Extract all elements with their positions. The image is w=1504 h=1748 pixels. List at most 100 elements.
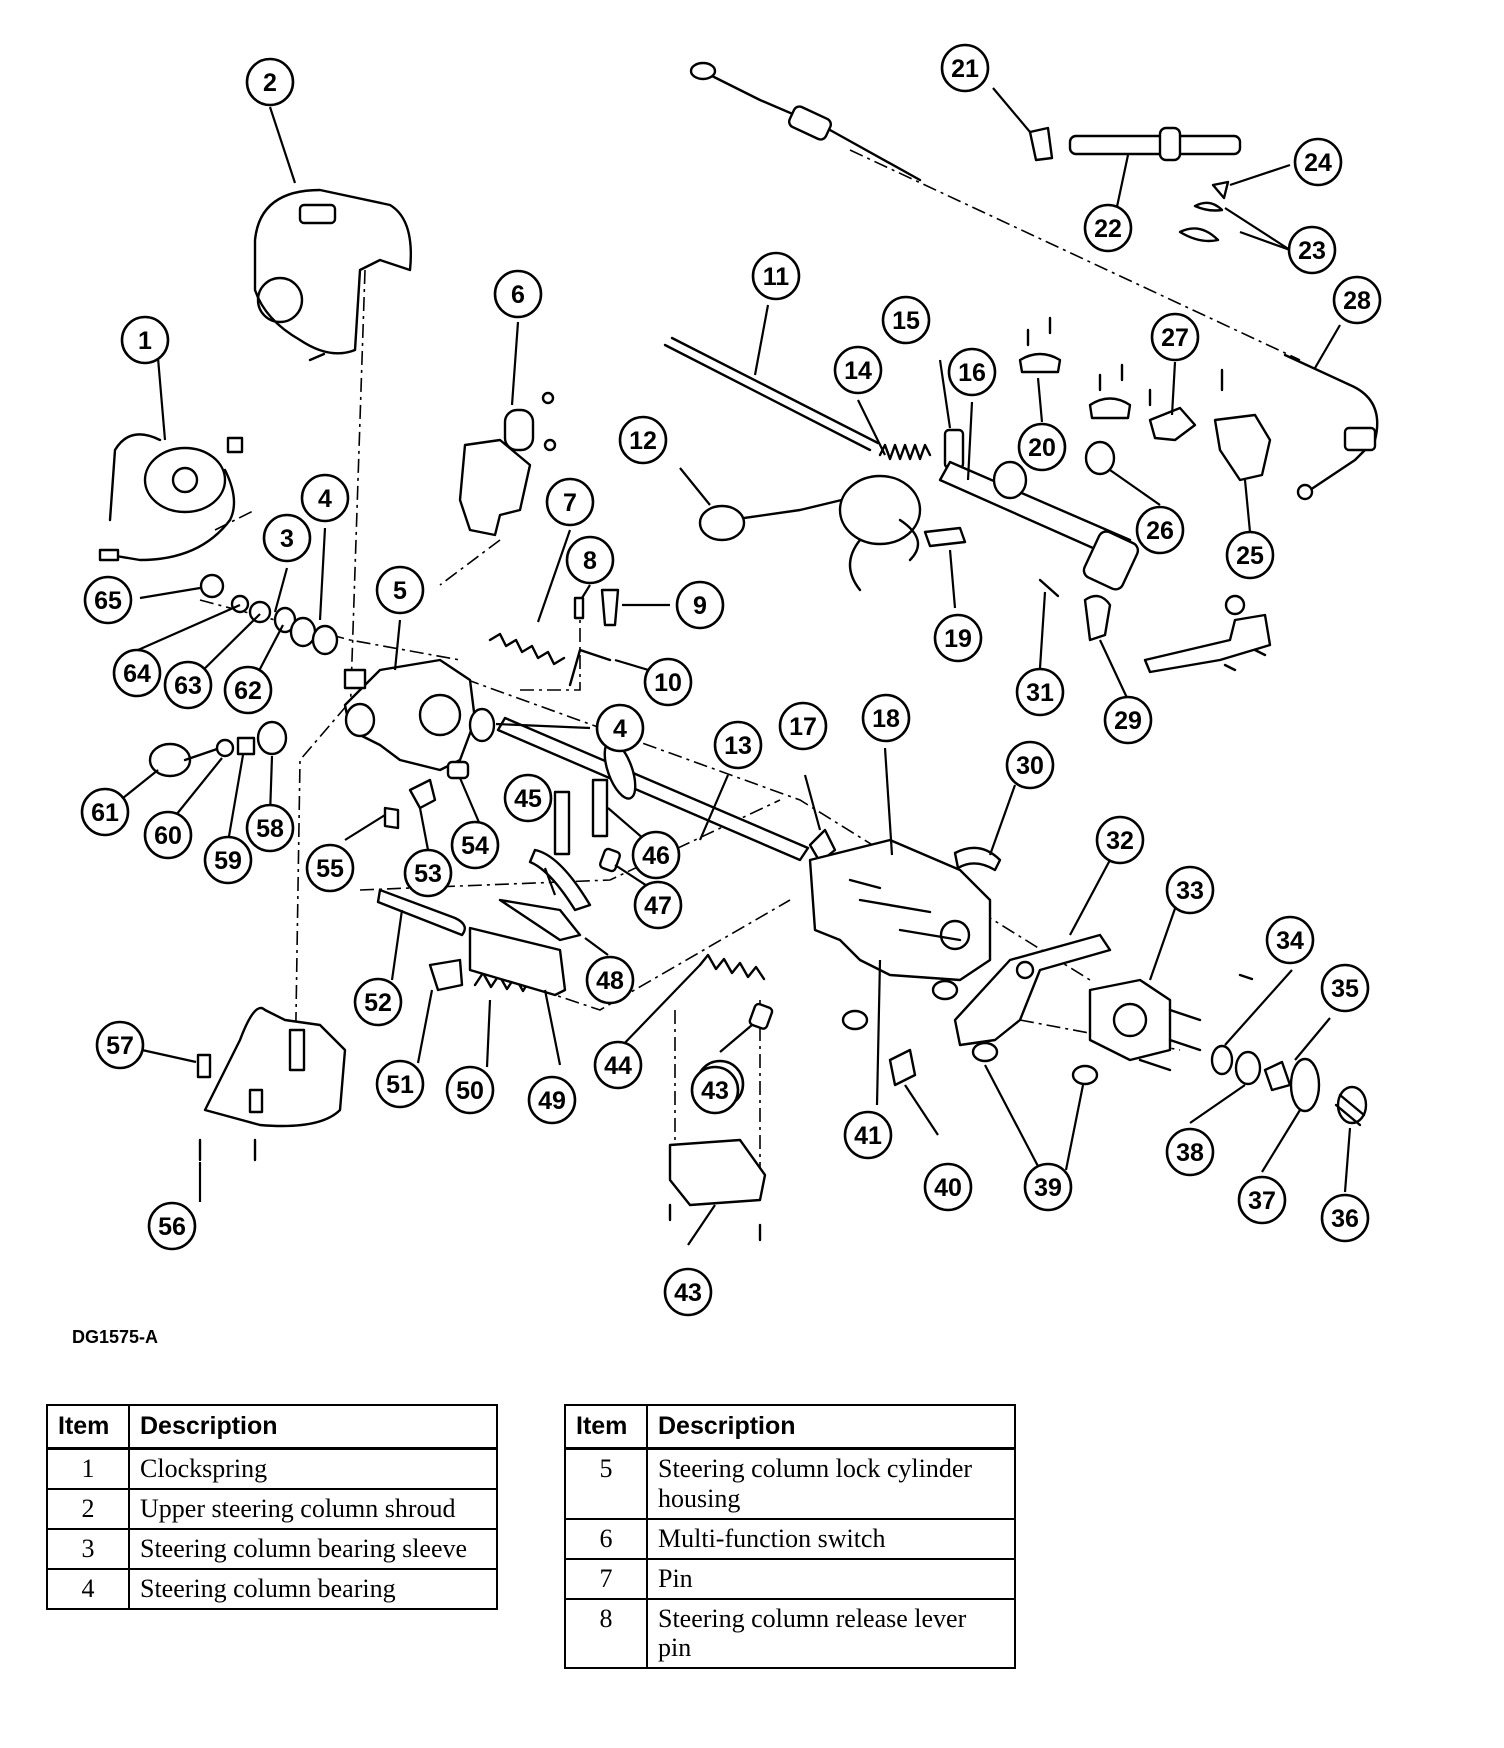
legend-table-left: Item Description 1 Clockspring 2 Upper s… bbox=[46, 1404, 498, 1610]
leader-lines bbox=[107, 87, 1352, 1246]
callout-8: 8 bbox=[565, 535, 615, 585]
callout-4: 4 bbox=[300, 473, 350, 523]
lower-shroud bbox=[203, 1006, 347, 1128]
table-row: 1 Clockspring bbox=[46, 1447, 498, 1490]
callout-46: 46 bbox=[631, 830, 681, 880]
callout-circle bbox=[933, 613, 983, 663]
shift-tube bbox=[938, 460, 1132, 562]
callout-circle bbox=[1320, 963, 1370, 1013]
callout-number: 17 bbox=[789, 713, 817, 741]
callout-15: 15 bbox=[881, 295, 931, 345]
callout-circle bbox=[80, 787, 130, 837]
table-row: 5 Steering column lock cylinder housing bbox=[564, 1447, 1016, 1520]
callout-22: 22 bbox=[1083, 203, 1133, 253]
callout-number: 32 bbox=[1106, 827, 1134, 855]
callout-circle bbox=[223, 665, 273, 715]
callout-number: 11 bbox=[763, 263, 790, 291]
callout-circle bbox=[643, 657, 693, 707]
item-number: 6 bbox=[564, 1517, 648, 1560]
item-description: Clockspring bbox=[128, 1447, 498, 1490]
callout-40: 40 bbox=[923, 1162, 973, 1212]
callout-number: 33 bbox=[1176, 877, 1204, 905]
item-description: Steering column bearing sleeve bbox=[128, 1527, 498, 1570]
callout-number: 18 bbox=[872, 705, 900, 733]
callout-number: 43 bbox=[674, 1279, 702, 1307]
callout-circle bbox=[353, 977, 403, 1027]
callout-number: 58 bbox=[256, 815, 284, 843]
callout-41: 41 bbox=[843, 1110, 893, 1160]
callout-number: 34 bbox=[1276, 927, 1304, 955]
callout-circle bbox=[751, 251, 801, 301]
callout-2: 2 bbox=[245, 57, 295, 107]
legend-table-right: Item Description 5 Steering column lock … bbox=[564, 1404, 1016, 1670]
callout-circle bbox=[1265, 915, 1315, 965]
callout-29: 29 bbox=[1103, 695, 1153, 745]
callout-48: 48 bbox=[585, 955, 635, 1005]
callout-circle bbox=[1293, 137, 1343, 187]
callout-number: 29 bbox=[1114, 707, 1142, 735]
callout-30: 30 bbox=[1005, 740, 1055, 790]
callout-number: 16 bbox=[958, 359, 986, 387]
callout-number: 27 bbox=[1161, 324, 1189, 352]
callout-13: 13 bbox=[713, 720, 763, 770]
callout-number: 48 bbox=[596, 967, 624, 995]
callout-circle bbox=[1237, 1175, 1287, 1225]
callout-number: 47 bbox=[644, 892, 672, 920]
callout-circle bbox=[593, 1040, 643, 1090]
callout-circle bbox=[1103, 695, 1153, 745]
callout-11: 11 bbox=[751, 251, 801, 301]
callout-3: 3 bbox=[262, 513, 312, 563]
callout-number: 49 bbox=[538, 1087, 566, 1115]
callout-circle bbox=[861, 693, 911, 743]
callout-circle bbox=[262, 513, 312, 563]
callout-number: 53 bbox=[414, 860, 442, 888]
callout-47: 47 bbox=[633, 880, 683, 930]
table-row: 4 Steering column bearing bbox=[46, 1567, 498, 1610]
callout-39: 39 bbox=[1023, 1162, 1073, 1212]
shift-cable bbox=[1283, 353, 1379, 492]
callout-circle bbox=[940, 43, 990, 93]
callout-circle bbox=[493, 269, 543, 319]
callout-51: 51 bbox=[375, 1059, 425, 1109]
callout-32: 32 bbox=[1095, 815, 1145, 865]
callout-circle bbox=[631, 830, 681, 880]
callout-circle bbox=[203, 835, 253, 885]
callout-number: 40 bbox=[934, 1174, 962, 1202]
callout-53: 53 bbox=[403, 848, 453, 898]
callout-43: 43 bbox=[663, 1267, 713, 1317]
callout-5: 5 bbox=[375, 565, 425, 615]
callout-number: 51 bbox=[386, 1071, 414, 1099]
callout-19: 19 bbox=[933, 613, 983, 663]
callout-number: 35 bbox=[1331, 975, 1359, 1003]
table-row: 3 Steering column bearing sleeve bbox=[46, 1527, 498, 1570]
callout-number: 21 bbox=[951, 55, 979, 83]
bracket bbox=[1143, 613, 1272, 674]
callout-circle bbox=[95, 1020, 145, 1070]
callout-number: 6 bbox=[511, 281, 525, 309]
callout-number: 39 bbox=[1034, 1174, 1062, 1202]
callout-circle bbox=[245, 57, 295, 107]
callout-circle bbox=[245, 803, 295, 853]
callout-number: 13 bbox=[724, 732, 752, 760]
callout-number: 1 bbox=[138, 327, 152, 355]
callout-45: 45 bbox=[503, 773, 553, 823]
callout-number: 5 bbox=[393, 577, 407, 605]
item-description: Steering column lock cylinder housing bbox=[646, 1447, 1016, 1520]
callout-number: 54 bbox=[461, 832, 489, 860]
callout-18: 18 bbox=[861, 693, 911, 743]
callout-number: 19 bbox=[944, 625, 972, 653]
callout-number: 23 bbox=[1298, 237, 1326, 265]
callout-number: 50 bbox=[456, 1077, 484, 1105]
lock-actuator-shaft bbox=[1068, 134, 1242, 156]
ignition-switch bbox=[1213, 413, 1272, 482]
callout-circle bbox=[833, 345, 883, 395]
callout-circle bbox=[947, 347, 997, 397]
steering-shaft bbox=[496, 716, 810, 862]
item-description: Pin bbox=[646, 1557, 1016, 1600]
multi-function-lever bbox=[728, 496, 852, 522]
callout-number: 44 bbox=[604, 1052, 632, 1080]
callout-circle bbox=[713, 720, 763, 770]
callout-circle bbox=[503, 773, 553, 823]
callout-number: 10 bbox=[654, 669, 682, 697]
callout-circle bbox=[595, 703, 645, 753]
